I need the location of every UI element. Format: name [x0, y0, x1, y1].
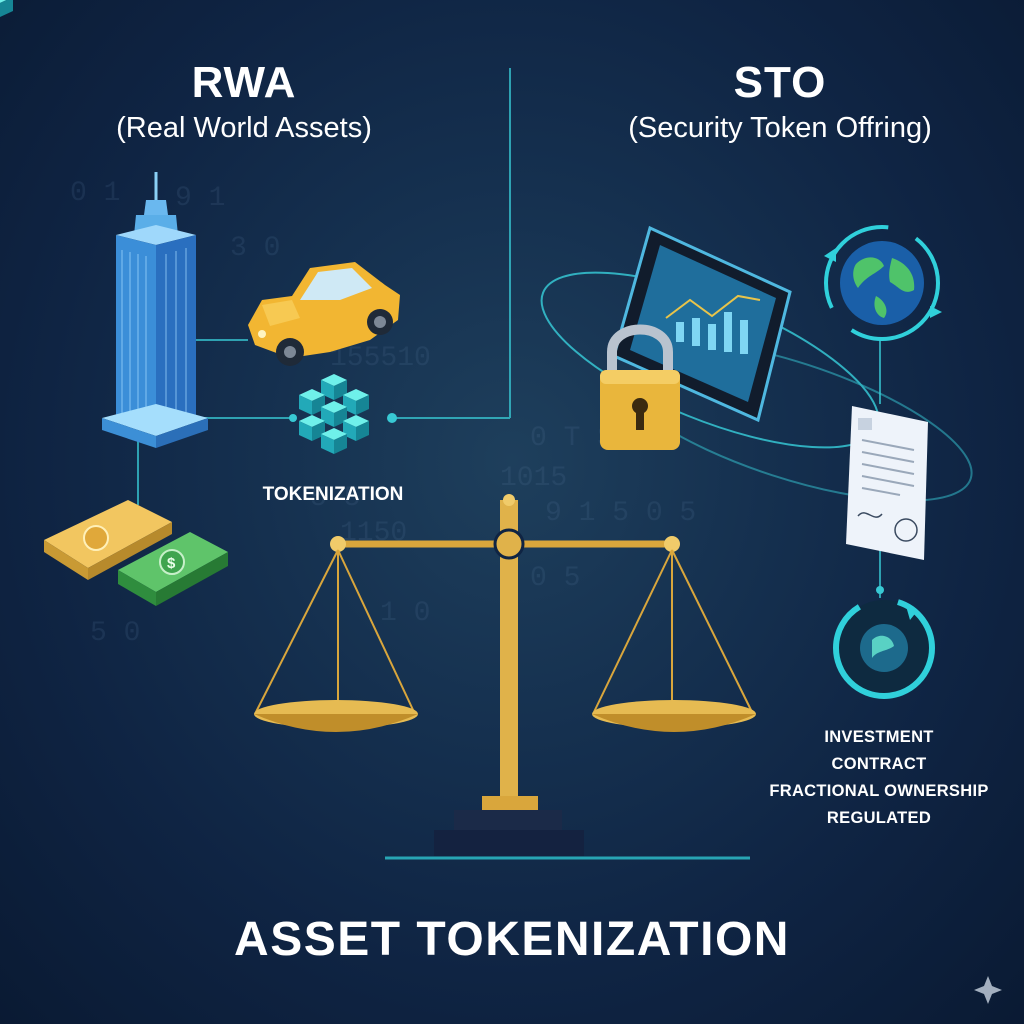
bg-digits: 1 0 — [380, 598, 430, 629]
rwa-title: RWA — [191, 58, 297, 107]
feature-item: REGULATED — [826, 809, 932, 827]
bg-digits: 5 0 — [90, 618, 140, 649]
bg-digits: 1015 — [500, 463, 567, 494]
bg-digits: 9 1 — [175, 183, 225, 214]
sto-feature-list: INVESTMENT CONTRACT FRACTIONAL OWNERSHIP… — [760, 724, 998, 832]
connector-lines — [137, 68, 881, 598]
rwa-subtitle: (Real World Assets) — [116, 112, 372, 144]
bg-digits: 9 1 5 0 5 — [545, 498, 696, 529]
main-title: ASSET TOKENIZATION — [234, 913, 790, 966]
feature-item: INVESTMENT — [824, 728, 934, 746]
tokenization-label: TOKENIZATION — [262, 484, 404, 505]
feature-item: CONTRACT — [831, 755, 927, 773]
bg-digits: 0 1 — [70, 178, 120, 209]
bg-digits: 5 5 — [310, 483, 360, 514]
bg-digits: 3 0 — [230, 233, 280, 264]
orbit-rings — [540, 271, 973, 502]
bg-digits: 1150 — [340, 518, 407, 549]
bg-digits: 0 T S — [530, 423, 614, 454]
feature-item: FRACTIONAL OWNERSHIP — [769, 782, 989, 800]
sto-title: STO — [733, 58, 827, 107]
bg-digits: 0 5 — [530, 563, 580, 594]
bg-digits: 155510 — [330, 343, 431, 374]
sto-subtitle: (Security Token Offring) — [628, 112, 932, 144]
